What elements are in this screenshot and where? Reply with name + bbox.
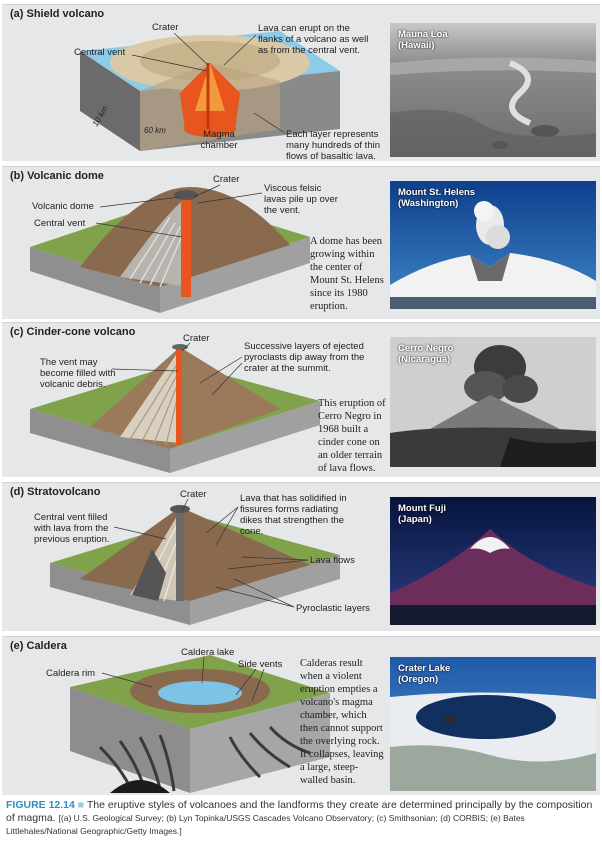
photo-caption: Cerro Negro (Nicaragua) <box>398 343 454 365</box>
panel-volcanic-dome: (b) Volcanic dome Crater Volcanic dome C… <box>2 166 600 319</box>
photo-caption: Mauna Loa (Hawaii) <box>398 29 448 51</box>
label-central-vent: Central vent filled with lava from the p… <box>34 512 110 545</box>
label-volcanic-dome: Volcanic dome <box>32 201 94 212</box>
description-text: This eruption of Cerro Negro in 1968 bui… <box>318 398 386 474</box>
label-crater: Crater <box>213 174 240 185</box>
leader-lines <box>111 342 243 396</box>
label-pyroclastic: Pyroclastic layers <box>296 603 370 614</box>
leader-lines <box>101 656 265 702</box>
credits-text: [(a) U.S. Geological Survey; (b) Lyn Top… <box>6 813 525 836</box>
label-crater: Crater <box>183 333 210 344</box>
label-caldera-lake: Caldera lake <box>181 647 235 658</box>
label-successive: Successive layers of ejected pyroclasts … <box>244 341 365 374</box>
panel-stratovolcano: (d) Stratovolcano Crater Central vent fi… <box>2 482 600 631</box>
label-central-vent: Central vent <box>74 47 126 58</box>
cinder-cone-diagram <box>30 344 320 473</box>
photo-mount-fuji: Mount Fuji (Japan) <box>390 497 596 625</box>
label-central-vent: Central vent <box>34 218 86 229</box>
leader-lines <box>131 32 286 134</box>
description-text: A dome has been growing within the cente… <box>310 236 384 312</box>
photo-caption: Mount Fuji (Japan) <box>398 503 447 525</box>
label-magma-chamber: Magma chamber <box>200 129 238 151</box>
photo-caption: Crater Lake (Oregon) <box>398 663 451 685</box>
panel-title: (a) Shield volcano <box>10 8 105 20</box>
panel-caldera: (e) Caldera Caldera lake Caldera rim Sid… <box>2 636 600 795</box>
panel-cinder-cone: (c) Cinder-cone volcano Crater The vent … <box>2 322 600 477</box>
photo-cerro-negro: Cerro Negro (Nicaragua) <box>390 337 596 467</box>
panel-title: (c) Cinder-cone volcano <box>10 326 136 338</box>
panel-title: (e) Caldera <box>10 640 67 652</box>
stratovolcano-diagram <box>50 505 340 625</box>
panel-title: (b) Volcanic dome <box>10 170 104 182</box>
panel-shield-volcano: (a) Shield volcano Crater Central vent L… <box>2 4 600 162</box>
separator-icon: ■ <box>77 799 85 811</box>
photo-mount-st-helens: Mount St. Helens (Washington) <box>390 181 596 309</box>
label-width: 60 km <box>144 126 166 135</box>
label-dikes: Lava that has solidified in fissures for… <box>240 493 347 537</box>
label-crater: Crater <box>152 22 179 33</box>
shield-volcano-diagram <box>80 31 340 151</box>
label-lava-flows: Lava flows <box>310 555 355 566</box>
leader-lines <box>95 184 263 238</box>
label-caldera-rim: Caldera rim <box>46 668 96 679</box>
leader-lines <box>113 498 309 608</box>
caption-text: The eruptive styles of volcanoes and the… <box>6 799 593 824</box>
caldera-diagram <box>70 655 330 793</box>
label-vent-filled: The vent may become filled with volcanic… <box>40 357 116 390</box>
photo-mauna-loa: Mauna Loa (Hawaii) <box>390 23 596 157</box>
label-lava-flanks: Lava can erupt on the flanks of a volcan… <box>258 23 369 56</box>
label-crater: Crater <box>180 489 207 500</box>
label-side-vents: Side vents <box>238 659 283 670</box>
photo-crater-lake: Crater Lake (Oregon) <box>390 657 596 791</box>
description-text: Calderas result when a violent eruption … <box>300 658 384 786</box>
label-layers: Each layer represents many hundreds of t… <box>286 129 381 162</box>
figure-number: FIGURE 12.14 <box>6 799 75 811</box>
photo-caption: Mount St. Helens (Washington) <box>398 187 476 209</box>
label-viscous: Viscous felsic lavas pile up over the ve… <box>264 183 338 216</box>
figure-caption: FIGURE 12.14 ■ The eruptive styles of vo… <box>6 799 596 838</box>
panel-title: (d) Stratovolcano <box>10 486 101 498</box>
volcanic-dome-diagram <box>30 187 310 313</box>
